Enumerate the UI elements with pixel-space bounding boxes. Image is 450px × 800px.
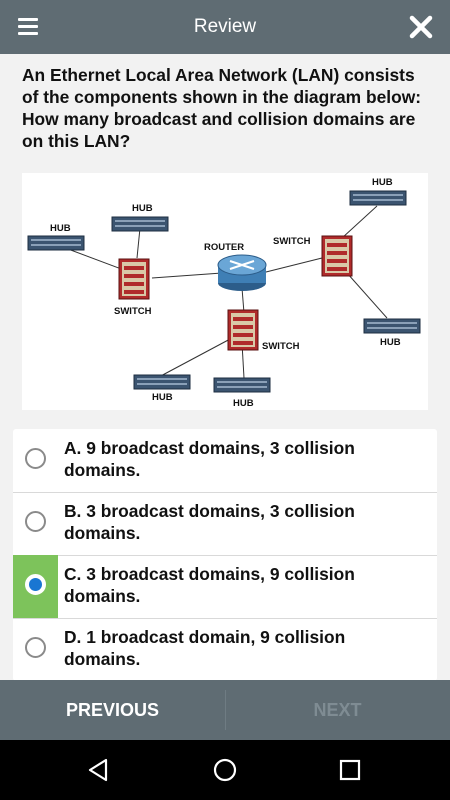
hub-device bbox=[27, 235, 85, 251]
answer-option-a[interactable]: A. 9 broadcast domains, 3 collision doma… bbox=[13, 429, 437, 493]
hub-device bbox=[213, 377, 271, 393]
switch-label: SWITCH bbox=[262, 341, 300, 352]
switch-device bbox=[321, 235, 353, 277]
answer-label: B. 3 broadcast domains, 3 collision doma… bbox=[64, 501, 355, 543]
answer-label: C. 3 broadcast domains, 9 collision doma… bbox=[64, 564, 355, 606]
hub-device bbox=[349, 190, 407, 206]
footer-bar: PREVIOUS NEXT bbox=[0, 680, 450, 740]
answer-options: A. 9 broadcast domains, 3 collision doma… bbox=[13, 429, 437, 681]
answer-option-c[interactable]: C. 3 broadcast domains, 9 collision doma… bbox=[13, 555, 437, 619]
page-title: Review bbox=[193, 16, 257, 37]
recent-apps-icon[interactable] bbox=[337, 757, 363, 783]
hub-label: HUB bbox=[380, 337, 401, 348]
switch-device bbox=[227, 309, 259, 351]
switch-label: SWITCH bbox=[273, 236, 311, 247]
hub-label: HUB bbox=[132, 203, 153, 214]
hub-device bbox=[111, 216, 169, 232]
hub-label: HUB bbox=[372, 177, 393, 188]
answer-option-b[interactable]: B. 3 broadcast domains, 3 collision doma… bbox=[13, 492, 437, 556]
hub-label: HUB bbox=[152, 392, 173, 403]
switch-label: SWITCH bbox=[114, 306, 152, 317]
next-button[interactable]: NEXT bbox=[313, 700, 362, 720]
footer-divider bbox=[225, 690, 226, 730]
answer-label: D. 1 broadcast domain, 9 collision domai… bbox=[64, 627, 346, 669]
hub-device bbox=[363, 318, 421, 334]
switch-device bbox=[118, 258, 150, 300]
network-diagram: HUB HUB HUB HUB HUB HUB SWITCH SWITCH SW… bbox=[22, 173, 428, 410]
radio-button[interactable] bbox=[25, 637, 46, 658]
system-navigation-bar bbox=[0, 740, 450, 800]
radio-button[interactable] bbox=[25, 511, 46, 532]
answer-label: A. 9 broadcast domains, 3 collision doma… bbox=[64, 438, 355, 480]
previous-button[interactable]: PREVIOUS bbox=[65, 700, 160, 720]
home-icon[interactable] bbox=[212, 757, 238, 783]
radio-button[interactable] bbox=[25, 448, 46, 469]
router-device bbox=[217, 254, 267, 291]
hamburger-menu-icon[interactable] bbox=[14, 14, 42, 40]
question-text: An Ethernet Local Area Network (LAN) con… bbox=[22, 65, 422, 151]
hub-label: HUB bbox=[50, 223, 71, 234]
close-icon[interactable] bbox=[406, 12, 436, 42]
back-icon[interactable] bbox=[86, 757, 112, 783]
router-label: ROUTER bbox=[204, 242, 244, 253]
top-app-bar: Review bbox=[0, 0, 450, 54]
hub-label: HUB bbox=[233, 398, 254, 409]
hub-device bbox=[133, 374, 191, 390]
radio-button-selected[interactable] bbox=[25, 574, 46, 595]
answer-option-d[interactable]: D. 1 broadcast domain, 9 collision domai… bbox=[13, 618, 437, 681]
